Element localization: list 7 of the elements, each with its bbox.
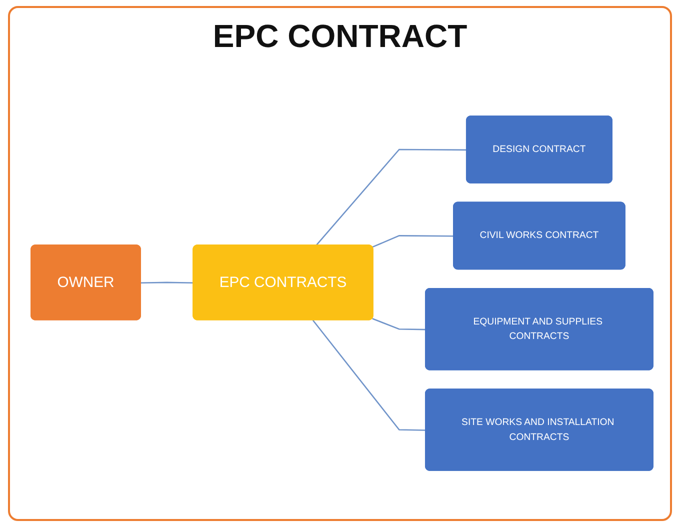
card-background: EPC CONTRACT OWNER EPC CONTRACTS DESIGN CONTRACT CIVIL WORKS CONTRACT EQUIPMENT AND SUPPLIES CONTRACTS SITE WORKS AND INSTALLATION CONTRACTS (8, 6, 672, 521)
connector (140, 282, 194, 284)
connector (312, 320, 426, 431)
diagram-title: EPC CONTRACT (212, 18, 468, 55)
connector (372, 318, 426, 330)
connector (372, 234, 454, 248)
connector (316, 148, 467, 246)
